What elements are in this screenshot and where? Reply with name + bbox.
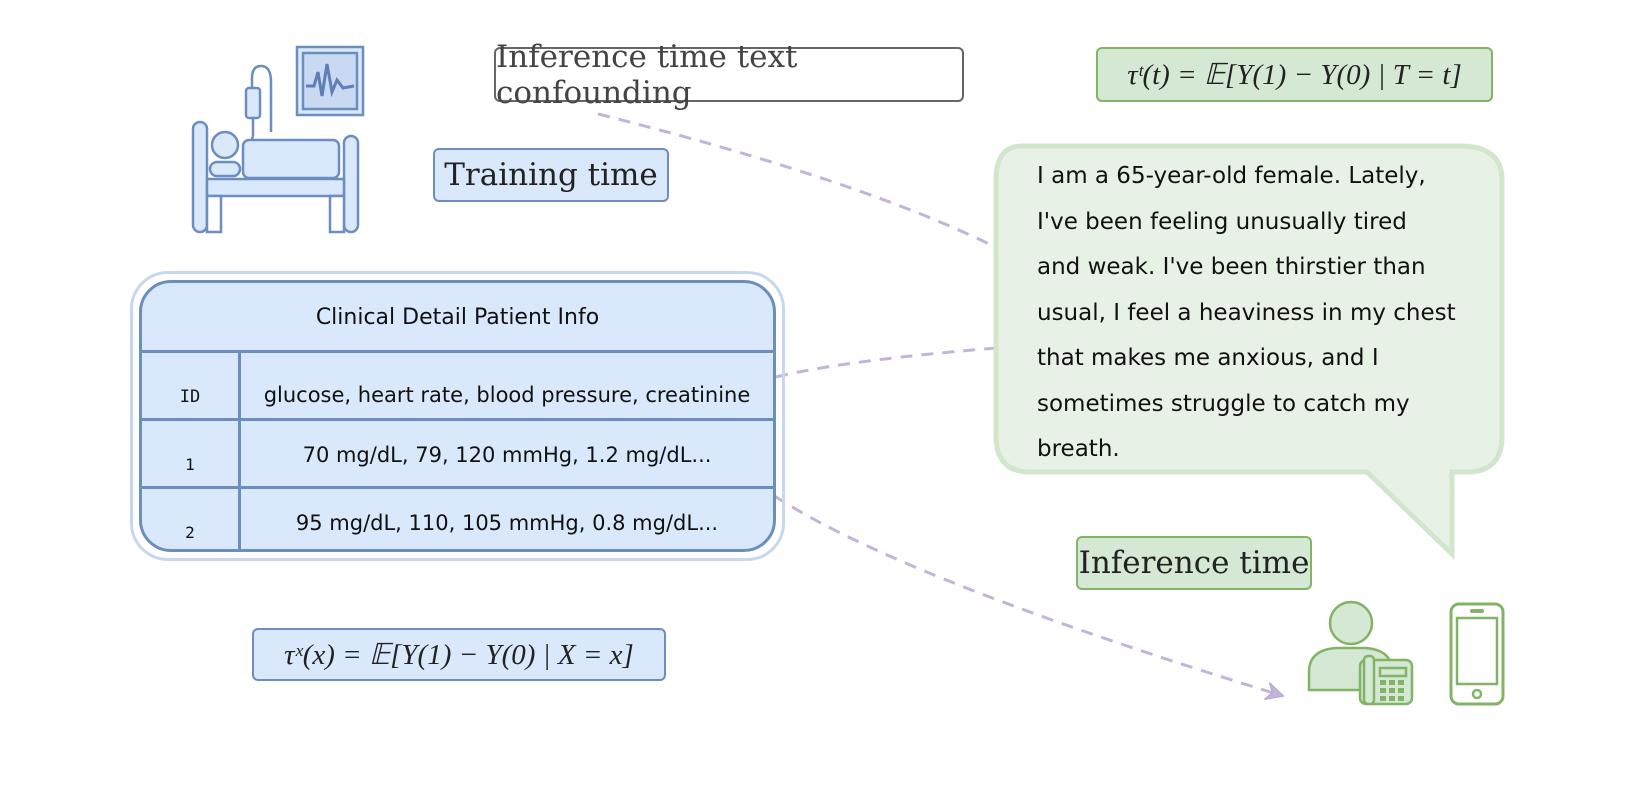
complaint-line: I am a 65-year-old female. Lately, <box>1037 163 1426 189</box>
formula-tau-t: τᵗ(t) = 𝔼[Y(1) − Y(0) | T = t] <box>1096 47 1493 102</box>
header-id: ID <box>179 387 201 407</box>
table-title: Clinical Detail Patient Info <box>315 305 600 330</box>
patient-complaint-text: I am a 65-year-old female. Lately, I've … <box>1037 154 1487 473</box>
complaint-line: and weak. I've been thirstier than <box>1037 254 1426 280</box>
table-header-row: ID glucose, heart rate, blood pressure, … <box>142 350 773 418</box>
complaint-line: breath. <box>1037 436 1120 462</box>
formula-tau-x-text: τˣ(x) = 𝔼[Y(1) − Y(0) | X = x] <box>284 639 634 671</box>
row-id: 1 <box>185 455 195 474</box>
person-with-phone-icon <box>1307 600 1414 706</box>
inference-confounding-label: Inference time text confounding <box>494 39 964 111</box>
hospital-bed-icon <box>191 45 365 234</box>
dashed-arrow-confounding <box>597 112 1071 292</box>
table-row: 2 95 mg/dL, 110, 105 mmHg, 0.8 mg/dL... <box>142 486 773 549</box>
inference-time-label: Inference time <box>1076 536 1312 590</box>
header-values: glucose, heart rate, blood pressure, cre… <box>263 383 751 407</box>
formula-tau-x: τˣ(x) = 𝔼[Y(1) − Y(0) | X = x] <box>252 628 666 681</box>
complaint-line: that makes me anxious, and I <box>1037 345 1379 371</box>
speech-bubble <box>993 143 1505 560</box>
clinical-table: Clinical Detail Patient Info ID glucose,… <box>139 280 776 552</box>
clinical-table-outline <box>130 271 785 561</box>
complaint-line: usual, I feel a heaviness in my chest <box>1037 299 1456 326</box>
dashed-arrow-to-inference <box>717 340 1280 695</box>
row-id: 2 <box>185 523 195 542</box>
row-values: 70 mg/dL, 79, 120 mmHg, 1.2 mg/dL... <box>302 443 712 467</box>
training-time-label: Training time <box>433 148 669 202</box>
complaint-line: sometimes struggle to catch my <box>1037 390 1410 417</box>
table-row: 1 70 mg/dL, 79, 120 mmHg, 1.2 mg/dL... <box>142 418 773 486</box>
row-values: 95 mg/dL, 110, 105 mmHg, 0.8 mg/dL... <box>295 511 719 535</box>
formula-tau-t-text: τᵗ(t) = 𝔼[Y(1) − Y(0) | T = t] <box>1127 59 1462 91</box>
mobile-phone-icon <box>1449 602 1505 706</box>
complaint-line: I've been feeling unusually tired <box>1037 208 1407 235</box>
